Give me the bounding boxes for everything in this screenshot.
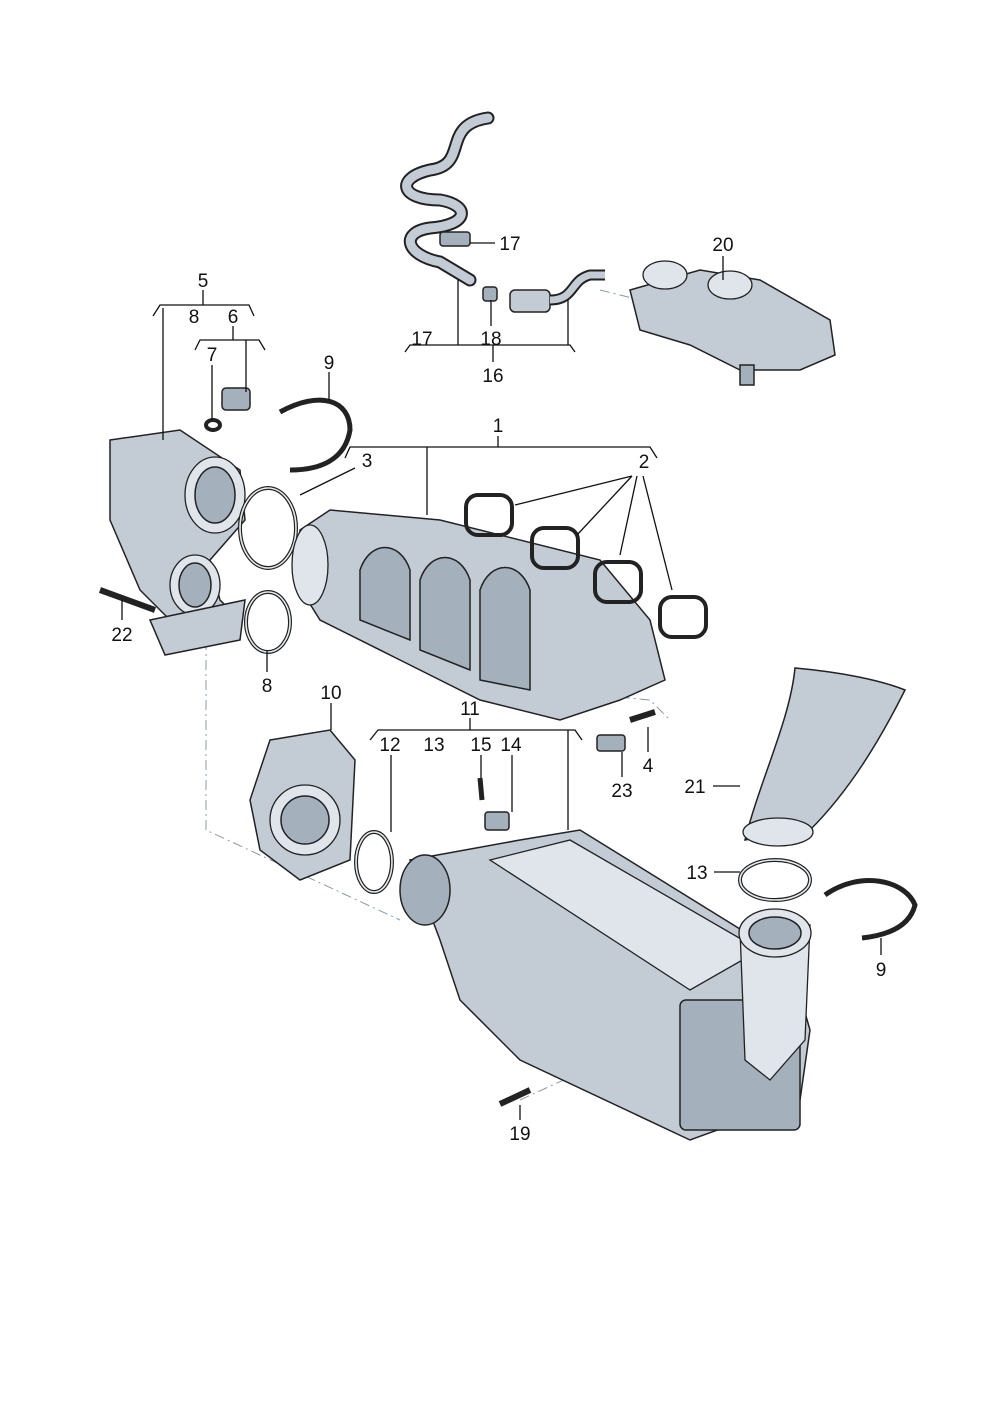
callout-22: 22 bbox=[111, 625, 132, 646]
callout-8a: 8 bbox=[189, 307, 200, 328]
callout-3: 3 bbox=[362, 451, 373, 472]
clamp-9-bottom bbox=[823, 878, 918, 941]
valve bbox=[509, 289, 551, 313]
clip-17 bbox=[439, 231, 471, 247]
manifold-gaskets bbox=[464, 493, 708, 639]
sensor-6 bbox=[221, 387, 251, 411]
callout-12: 12 bbox=[379, 735, 400, 756]
callout-8b: 8 bbox=[262, 676, 273, 697]
callout-7: 7 bbox=[207, 345, 218, 366]
callout-13b: 13 bbox=[686, 863, 707, 884]
callout-9a: 9 bbox=[324, 353, 335, 374]
callout-19: 19 bbox=[509, 1124, 530, 1145]
leader-lines bbox=[121, 242, 882, 1120]
callout-10: 10 bbox=[320, 683, 341, 704]
o-ring-7 bbox=[204, 418, 222, 432]
callout-14: 14 bbox=[500, 735, 522, 756]
callout-17a: 17 bbox=[499, 234, 520, 255]
clamp-9-top bbox=[278, 397, 353, 473]
callout-1: 1 bbox=[493, 416, 504, 437]
callout-21: 21 bbox=[684, 777, 705, 798]
intake-manifold bbox=[291, 509, 666, 721]
callout-5: 5 bbox=[198, 271, 209, 292]
air-duct bbox=[742, 667, 907, 847]
callout-labels: 17 20 5 8 6 17 18 16 7 9 1 3 2 22 8 10 1… bbox=[111, 234, 886, 1145]
oil-separator bbox=[629, 260, 836, 386]
callout-4: 4 bbox=[643, 756, 654, 777]
callout-20: 20 bbox=[712, 235, 733, 256]
screw-15 bbox=[477, 777, 485, 801]
sensor-23 bbox=[596, 734, 626, 752]
callout-2: 2 bbox=[639, 452, 650, 473]
callout-17b: 17 bbox=[411, 329, 432, 350]
intake-pipe bbox=[109, 429, 246, 656]
vent-hose bbox=[400, 111, 605, 313]
bolt-19 bbox=[498, 1087, 532, 1107]
callout-13a: 13 bbox=[423, 735, 444, 756]
throttle-body bbox=[249, 729, 356, 881]
clip-18 bbox=[482, 286, 498, 302]
bolt-4 bbox=[629, 709, 656, 723]
callout-15: 15 bbox=[470, 735, 491, 756]
callout-6: 6 bbox=[228, 307, 239, 328]
callout-11: 11 bbox=[460, 699, 480, 720]
callout-23: 23 bbox=[611, 781, 632, 802]
sensor-14 bbox=[484, 811, 510, 831]
charge-air-cooler bbox=[399, 829, 812, 1141]
callout-16: 16 bbox=[482, 366, 503, 387]
bolt-22 bbox=[98, 587, 157, 613]
callout-9b: 9 bbox=[876, 960, 887, 981]
callout-18: 18 bbox=[480, 329, 501, 350]
